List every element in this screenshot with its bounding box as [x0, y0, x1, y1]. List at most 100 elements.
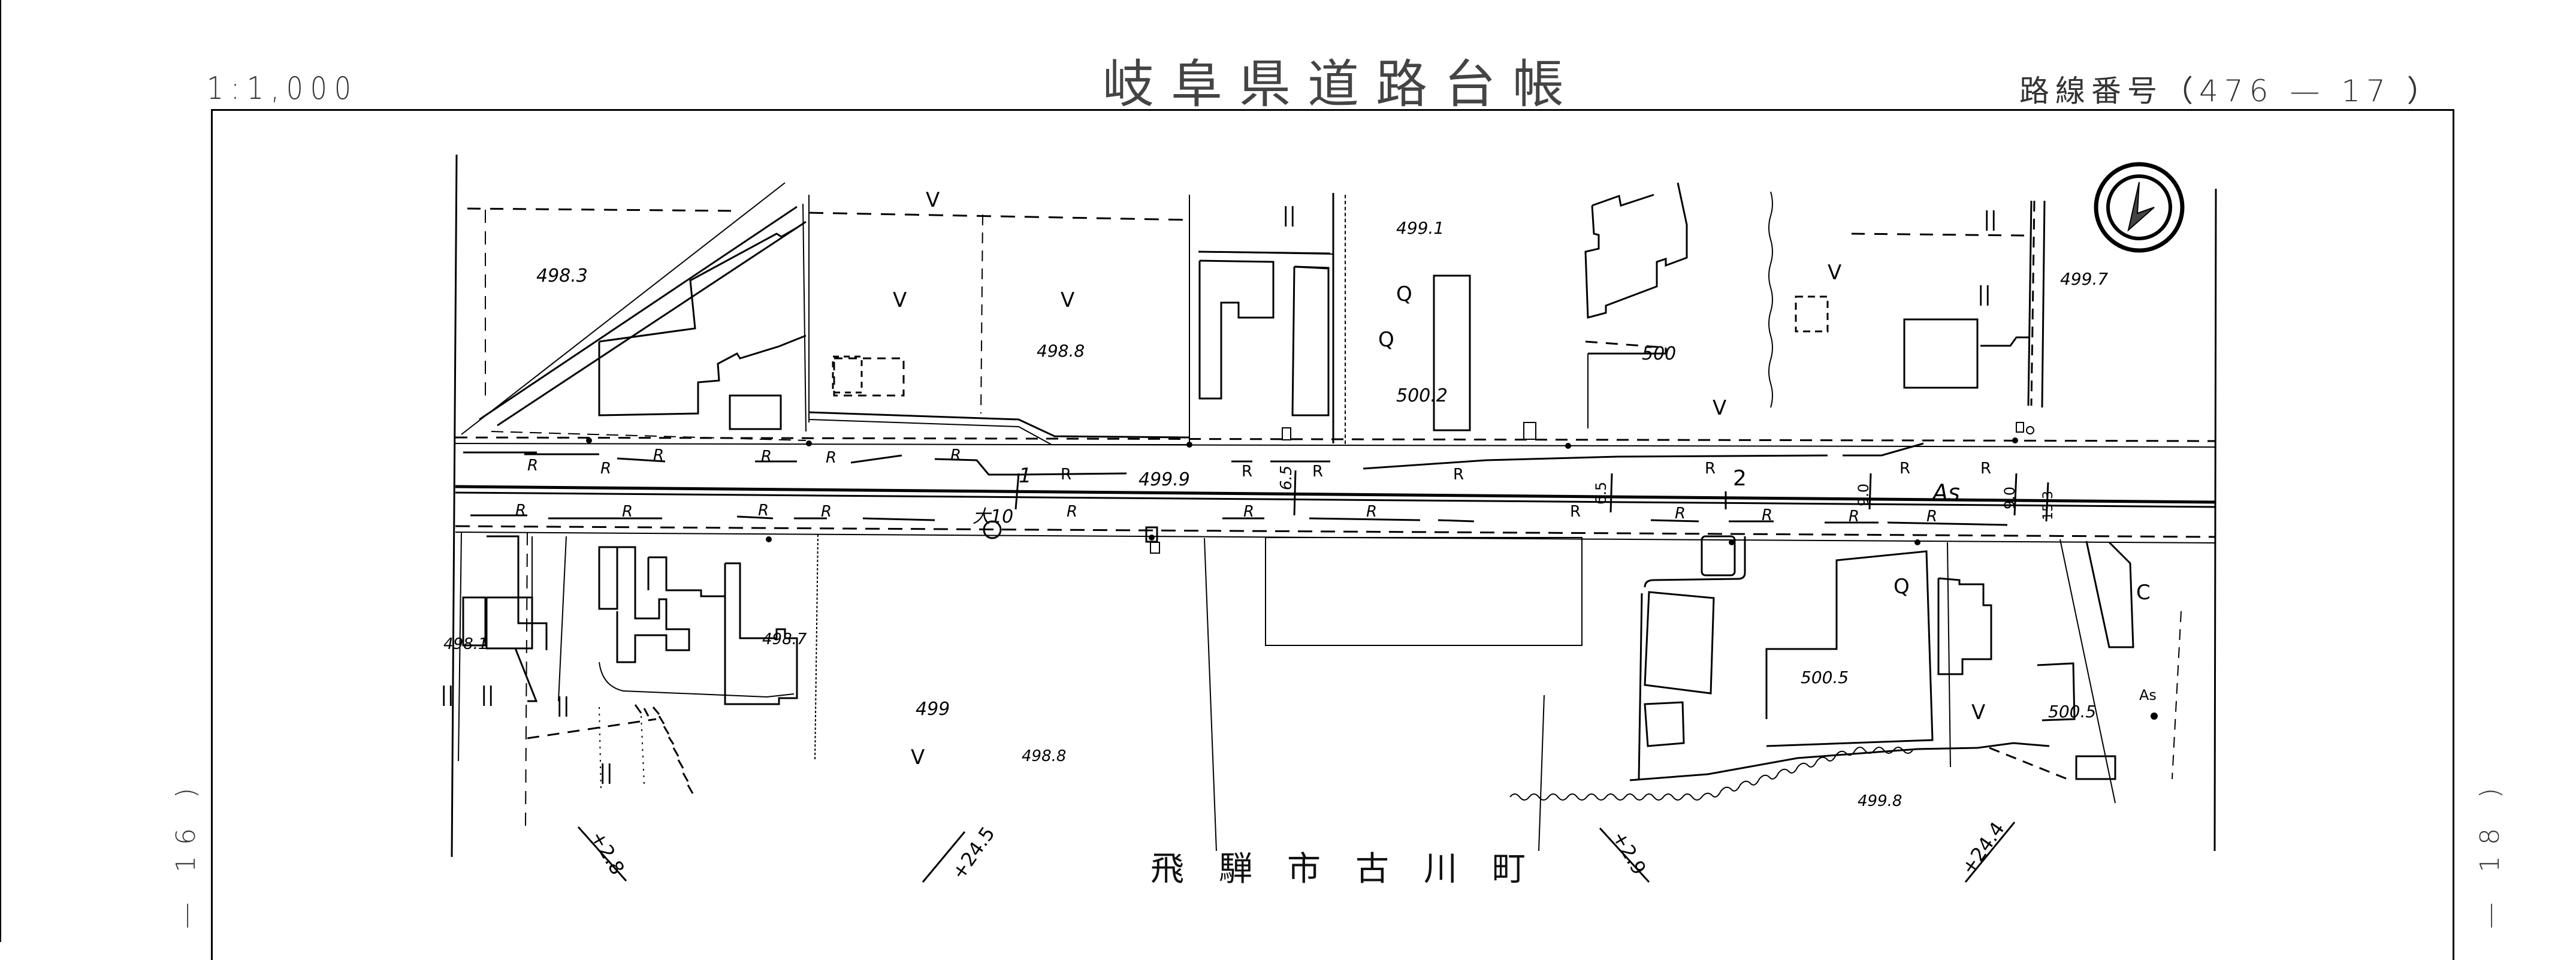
- wall-label: R: [622, 503, 633, 521]
- station-ticks: [1014, 470, 2049, 522]
- page-edge: [0, 0, 1, 942]
- field-symbol: V: [926, 188, 940, 212]
- boundary-offset-label: +24.5: [947, 822, 999, 883]
- map-frame: [211, 109, 2454, 960]
- wall-label: R: [826, 449, 836, 467]
- wall-label: R: [1570, 503, 1581, 521]
- road-surface-label: As: [1931, 479, 1960, 506]
- road-width-label: 15.3: [2041, 491, 2056, 520]
- town-name: 飛騨市古川町: [1150, 850, 1560, 889]
- utility-box: [1150, 542, 1160, 554]
- paddy-symbol: ||: [1977, 282, 1991, 306]
- retaining-wall-labels: R R R R R R R R R R R R R R R R R R R R …: [515, 446, 1991, 526]
- elevation-label: 499.8: [1858, 792, 1902, 810]
- boundary-offset-marks: [577, 822, 2016, 883]
- road-width-label: 9.0: [2001, 487, 2018, 509]
- wall-label: R: [653, 446, 664, 464]
- elevation-label: 499.9: [1138, 469, 1190, 490]
- parcel-south-west-buildings: [458, 532, 657, 828]
- route-number: 路線番号（476 — 17 ）: [2019, 74, 2443, 108]
- map-scale: 1:1,000: [207, 71, 358, 107]
- wall-label: R: [1980, 460, 1991, 478]
- field-boundary-wave: [1509, 747, 1913, 801]
- station-label: 1: [1019, 464, 1032, 488]
- boundary-offset-label: +2.8: [586, 827, 629, 879]
- milestone-marker: [983, 520, 1002, 539]
- field-symbol: V: [1971, 701, 1985, 724]
- elevation-label: 499.1: [1396, 218, 1444, 238]
- vacant-lot: [1265, 537, 1583, 646]
- paddy-symbol: ||: [440, 683, 454, 707]
- residential-symbol: Q: [1894, 575, 1910, 599]
- elevation-label: 498.1: [443, 635, 488, 653]
- road-width-label: 9.0: [1855, 484, 1872, 506]
- paddy-symbol: ||: [1282, 203, 1296, 227]
- retaining-walls-south: [470, 514, 2008, 526]
- wall-label: R: [1926, 508, 1937, 526]
- lot-boundary: [1538, 695, 1545, 852]
- elevation-label: 499: [916, 699, 950, 720]
- wall-label: R: [761, 448, 772, 466]
- road-width-label: 6.5: [1593, 482, 1609, 505]
- wall-label: R: [515, 502, 526, 520]
- wall-label: R: [1312, 463, 1323, 481]
- page-title: 岐阜県道路台帳: [1103, 55, 1581, 114]
- wall-label: R: [1705, 460, 1716, 478]
- elevation-label: 500.2: [1396, 385, 1448, 406]
- wall-label: R: [1849, 508, 1859, 526]
- field-symbol: V: [893, 288, 907, 312]
- wall-label: R: [1061, 466, 1071, 484]
- field-symbol: V: [1061, 288, 1074, 312]
- elevation-label: 500.5: [2048, 702, 2096, 721]
- wall-label: R: [758, 502, 769, 520]
- land-use-symbols: V V V V V V V || || || || || || || Q Q Q…: [440, 188, 2151, 784]
- wall-label: R: [1243, 503, 1254, 521]
- slope-hatching: [634, 704, 694, 794]
- wall-label: R: [950, 446, 961, 464]
- wall-label: R: [1762, 506, 1772, 524]
- elevation-label: 500: [1642, 343, 1676, 364]
- station-label: 2: [1733, 466, 1747, 491]
- milestone-label: 大10: [973, 506, 1013, 527]
- elevation-label: 498.8: [1022, 747, 1066, 765]
- field-symbol: V: [1828, 261, 1841, 285]
- wall-label: R: [600, 460, 611, 478]
- asphalt-point-label: As: [2139, 687, 2157, 704]
- elevation-label: 498.8: [1037, 341, 1085, 361]
- lot-boundary: [1204, 538, 1217, 852]
- elevation-label: 498.3: [536, 265, 588, 286]
- field-symbol: V: [1713, 396, 1726, 420]
- boundary-offset-label: +24.4: [1956, 817, 2009, 879]
- wall-label: R: [527, 457, 538, 475]
- paddy-symbol: ||: [556, 693, 570, 717]
- wall-label: R: [1675, 505, 1686, 523]
- map-labels: 498.3 498.8 499.1 500.2 500 499.7 499.9 …: [443, 218, 2157, 884]
- paddy-symbol: ||: [599, 760, 613, 784]
- residential-symbol: Q: [1378, 328, 1394, 352]
- road-width-label: 6.5: [1278, 466, 1295, 490]
- residential-symbol: Q: [1396, 282, 1412, 306]
- field-boundary: [1629, 742, 2050, 781]
- parcel-south-east-buildings: [1638, 535, 2182, 804]
- map-right-edge: [2213, 188, 2217, 852]
- wall-label: R: [1366, 503, 1377, 521]
- parcel-north-east-square: [1851, 200, 2046, 434]
- elevation-label: 500.5: [1801, 668, 1849, 687]
- north-arrow-icon: [2094, 162, 2185, 253]
- elevation-label: 499.7: [2060, 269, 2108, 289]
- wall-label: R: [1453, 466, 1464, 484]
- parcel-north-west: [461, 182, 807, 441]
- boundary-offset-label: +2.9: [1608, 827, 1651, 879]
- retaining-walls-north: [463, 442, 1924, 476]
- parcel-north-center-buildings: [1198, 193, 1536, 446]
- survey-dots: [586, 437, 2158, 720]
- parcel-north-center-fields: [808, 195, 1190, 446]
- wall-label: R: [1242, 463, 1252, 481]
- parcel-north-east-buildings: [1584, 182, 1829, 428]
- wall-label: R: [1899, 460, 1910, 478]
- shrine-symbol: C: [2136, 581, 2151, 605]
- field-boundary: [1989, 747, 2068, 780]
- paddy-symbol: ||: [1983, 207, 1997, 231]
- paddy-symbol: ||: [481, 683, 494, 707]
